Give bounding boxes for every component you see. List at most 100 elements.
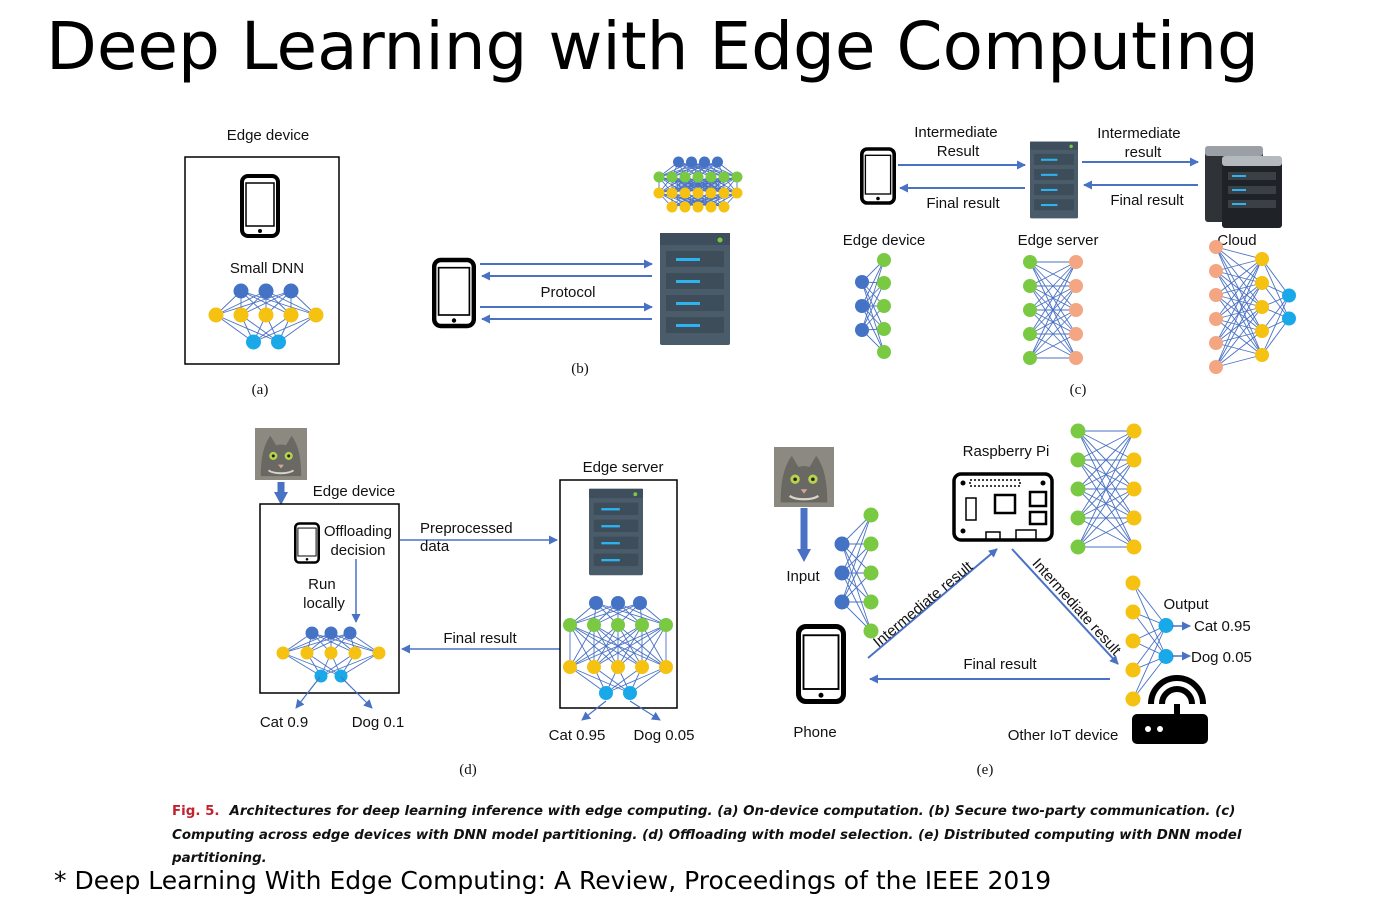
dog-probability-label: Dog 0.05 xyxy=(1191,649,1252,666)
network-edge xyxy=(311,632,356,654)
network-edge xyxy=(569,624,619,668)
server-icon xyxy=(589,488,643,576)
network-node xyxy=(877,345,891,359)
slide-title: Deep Learning with Edge Computing xyxy=(46,8,1259,85)
panel-c: Intermediate Result Intermediate result … xyxy=(843,124,1296,398)
preprocessed-line: Preprocessed xyxy=(420,520,513,537)
preprocessed-data-label: Preprocessed data xyxy=(420,520,517,555)
dog-probability-label: Dog 0.05 xyxy=(634,727,695,744)
network-node xyxy=(1255,252,1269,266)
network-node xyxy=(673,156,684,168)
network-edge xyxy=(1029,261,1077,359)
network-node xyxy=(679,201,691,213)
final-result-label: Final result xyxy=(926,195,1000,212)
network-node xyxy=(208,307,224,323)
network-edge xyxy=(320,652,380,677)
network-edge xyxy=(671,192,712,208)
network-node xyxy=(1126,510,1142,526)
network-node xyxy=(679,187,691,199)
network-edge xyxy=(1261,258,1290,319)
network-node xyxy=(863,565,879,581)
network-edge xyxy=(1132,582,1167,626)
network-node xyxy=(653,187,665,199)
network-node xyxy=(599,686,613,700)
panel-d: Edge device Offloading decision Run loca… xyxy=(255,428,694,778)
network-edge xyxy=(1132,625,1167,671)
network-edge xyxy=(1261,258,1290,296)
network-node xyxy=(308,307,324,323)
offloading-decision-label: Offloading decision xyxy=(324,523,396,559)
network-node xyxy=(1126,539,1142,555)
network-node xyxy=(1255,276,1269,290)
network-node xyxy=(1126,452,1142,468)
network-node xyxy=(611,596,625,610)
network-edge xyxy=(697,176,738,194)
network-node xyxy=(686,156,697,168)
network-node xyxy=(324,626,338,640)
network-node xyxy=(334,669,348,683)
network-edge xyxy=(569,624,595,668)
network-node xyxy=(1255,300,1269,314)
network-edge xyxy=(1215,258,1263,272)
network-node xyxy=(877,299,891,313)
network-edge xyxy=(593,602,641,626)
cloud-server-icon xyxy=(1205,146,1282,228)
network-edge xyxy=(1215,282,1263,368)
network-edge xyxy=(1029,333,1077,359)
intermediate-result-line: Result xyxy=(937,143,980,160)
caption-text: Architectures for deep learning inferenc… xyxy=(172,804,1242,866)
network-node xyxy=(1125,691,1141,707)
network-edge xyxy=(1077,430,1135,548)
phone-icon xyxy=(242,176,278,236)
edge-device-box xyxy=(184,156,340,365)
network-edge xyxy=(1077,459,1135,548)
cloud-label: Cloud xyxy=(1217,232,1256,249)
network-node xyxy=(623,686,637,700)
network-edge xyxy=(320,652,356,677)
arrow-pi-to-iot xyxy=(1011,548,1119,665)
network-node xyxy=(1125,604,1141,620)
server-icon xyxy=(1030,141,1078,219)
panel-a: Edge device Small DNN (a) xyxy=(184,127,340,398)
network-node xyxy=(1209,288,1223,302)
network-node xyxy=(705,201,717,213)
edge-partition-network xyxy=(1023,255,1083,365)
preprocessed-line: data xyxy=(420,538,450,555)
network-node xyxy=(1282,288,1296,303)
phone-label: Phone xyxy=(793,724,836,741)
network-node xyxy=(563,660,577,674)
network-edge xyxy=(1132,582,1167,657)
network-edge xyxy=(278,314,317,343)
network-node xyxy=(1282,311,1296,326)
local-dnn-network xyxy=(276,626,386,683)
network-edge xyxy=(569,624,667,668)
network-node xyxy=(877,322,891,336)
network-edge xyxy=(1215,246,1263,260)
panel-e: Input Phone Raspberry Pi Intermediate re… xyxy=(774,423,1252,778)
network-node xyxy=(276,646,290,660)
network-edge xyxy=(1215,330,1263,368)
phone-dnn-network xyxy=(834,507,879,639)
panel-c-caption: (c) xyxy=(1070,382,1087,398)
intermediate-result-line: result xyxy=(1125,144,1163,161)
network-edge xyxy=(569,602,641,626)
network-node xyxy=(1070,423,1086,439)
network-node xyxy=(1125,662,1141,678)
network-edge xyxy=(1077,430,1135,461)
network-node xyxy=(705,187,717,199)
network-node xyxy=(271,334,286,350)
cat-probability-label: Cat 0.95 xyxy=(549,727,606,744)
network-node xyxy=(1209,240,1223,254)
network-node xyxy=(834,536,850,552)
network-node xyxy=(1069,303,1083,317)
raspberry-pi-label: Raspberry Pi xyxy=(963,443,1050,460)
network-edge xyxy=(1215,258,1263,368)
network-node xyxy=(283,283,299,299)
edge-device-box xyxy=(259,503,400,694)
server-dnn-network xyxy=(563,596,673,700)
edge-server-label: Edge server xyxy=(583,459,664,476)
network-edge xyxy=(340,652,380,677)
network-edge xyxy=(595,602,667,626)
network-edge xyxy=(658,161,692,178)
